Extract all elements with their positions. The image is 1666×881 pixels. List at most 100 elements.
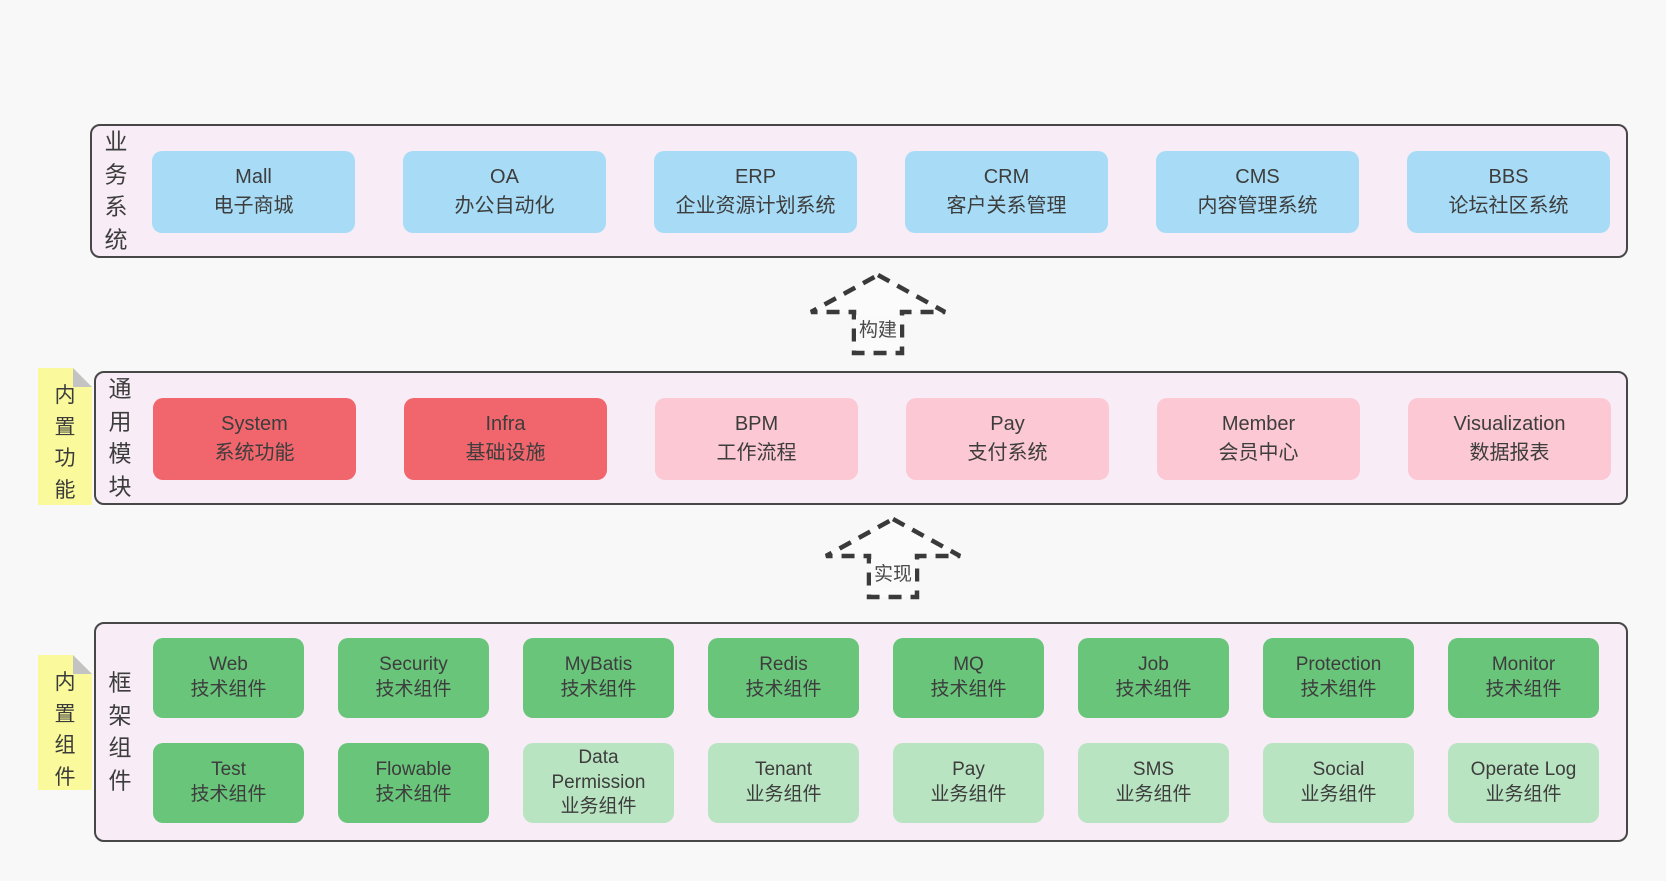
box-subtitle: 业务组件 (745, 784, 822, 805)
band-label-framework-components: 框架组件 (108, 669, 132, 794)
box-subtitle: 系统功能 (214, 442, 295, 464)
box-subtitle: 技术组件 (190, 784, 267, 805)
diagram-box-crm: CRM 客户关系管理 (905, 151, 1108, 233)
box-subtitle: 电子商城 (213, 195, 294, 217)
framework-components-row-2: Test 技术组件 Flowable 技术组件 Data Permission 业务组件 T… (153, 743, 1599, 823)
box-subtitle: 基础设施 (465, 442, 546, 464)
box-title: Job (1138, 654, 1169, 676)
arrow-implement-label: 实现 (870, 559, 916, 586)
diagram-box-pay: Pay 业务组件 (893, 743, 1044, 823)
arrow-build: 构建 (808, 272, 948, 358)
diagram-box-sms: SMS 业务组件 (1078, 743, 1229, 823)
box-title: Member (1221, 413, 1296, 435)
box-title: Test (211, 759, 246, 781)
sticky-label-builtin-features: 内置功能 (54, 384, 76, 502)
diagram-box-redis: Redis 技术组件 (708, 638, 859, 718)
diagram-box-visualization: Visualization 数据报表 (1408, 398, 1611, 480)
diagram-box-bpm: BPM 工作流程 (655, 398, 858, 480)
box-title: Operate Log (1470, 759, 1577, 781)
box-subtitle: 数据报表 (1469, 442, 1550, 464)
box-subtitle: 技术组件 (375, 679, 452, 700)
box-subtitle: 客户关系管理 (946, 195, 1067, 217)
sticky-note-builtin-components: 内置组件 (38, 655, 92, 790)
box-title: OA (490, 166, 519, 188)
box-subtitle: 技术组件 (1115, 679, 1192, 700)
diagram-box-security: Security 技术组件 (338, 638, 489, 718)
diagram-box-monitor: Monitor 技术组件 (1448, 638, 1599, 718)
diagram-box-oa: OA 办公自动化 (403, 151, 606, 233)
box-title: Tenant (754, 759, 813, 781)
diagram-box-operate-log: Operate Log 业务组件 (1448, 743, 1599, 823)
band-common-modules: 通用模块 System 系统功能 Infra 基础设施 BPM 工作流程 Pay 支付系统 Me… (94, 371, 1628, 505)
box-title: BBS (1488, 166, 1529, 188)
box-subtitle: 会员中心 (1218, 442, 1299, 464)
box-title: Visualization (1453, 413, 1566, 435)
diagram-box-flowable: Flowable 技术组件 (338, 743, 489, 823)
box-title: MQ (953, 654, 984, 676)
box-title: CRM (983, 166, 1030, 188)
diagram-box-job: Job 技术组件 (1078, 638, 1229, 718)
diagram-box-bbs: BBS 论坛社区系统 (1407, 151, 1610, 233)
box-title: Data Permission (551, 746, 646, 793)
arrow-up-icon (824, 516, 962, 600)
box-subtitle: 内容管理系统 (1197, 195, 1318, 217)
box-subtitle: 工作流程 (716, 442, 797, 464)
arrow-up-icon (809, 272, 947, 356)
box-title: CMS (1235, 166, 1280, 188)
box-subtitle: 办公自动化 (454, 195, 555, 217)
box-subtitle: 业务组件 (930, 784, 1007, 805)
diagram-box-infra: Infra 基础设施 (404, 398, 607, 480)
box-title: Mall (235, 166, 272, 188)
box-subtitle: 业务组件 (1485, 784, 1562, 805)
box-subtitle: 业务组件 (1115, 784, 1192, 805)
box-title: Web (209, 654, 248, 676)
box-title: Pay (990, 413, 1025, 435)
diagram-box-mall: Mall 电子商城 (152, 151, 355, 233)
box-subtitle: 企业资源计划系统 (675, 195, 836, 217)
arrow-build-label: 构建 (855, 315, 901, 342)
common-modules-row: System 系统功能 Infra 基础设施 BPM 工作流程 Pay 支付系统 Member 会… (153, 398, 1611, 480)
diagram-box-test: Test 技术组件 (153, 743, 304, 823)
box-title: Pay (952, 759, 985, 781)
box-title: Flowable (375, 759, 452, 781)
box-title: Monitor (1491, 654, 1556, 676)
arrow-implement: 实现 (823, 516, 963, 602)
box-title: Infra (485, 413, 526, 435)
sticky-note-builtin-features: 内置功能 (38, 368, 92, 505)
box-subtitle: 支付系统 (967, 442, 1048, 464)
box-title: Protection (1295, 654, 1382, 676)
band-label-business-systems: 业务系统 (104, 128, 128, 253)
box-title: SMS (1132, 759, 1175, 781)
box-subtitle: 技术组件 (745, 679, 822, 700)
box-title: BPM (734, 413, 779, 435)
box-subtitle: 技术组件 (1300, 679, 1377, 700)
diagram-box-cms: CMS 内容管理系统 (1156, 151, 1359, 233)
box-title: Social (1312, 759, 1365, 781)
band-label-common-modules: 通用模块 (108, 375, 132, 500)
sticky-label-builtin-components: 内置组件 (54, 671, 76, 789)
box-title: MyBatis (564, 654, 633, 676)
diagram-box-pay: Pay 支付系统 (906, 398, 1109, 480)
box-subtitle: 技术组件 (375, 784, 452, 805)
box-subtitle: 技术组件 (1485, 679, 1562, 700)
diagram-box-social: Social 业务组件 (1263, 743, 1414, 823)
diagram-box-member: Member 会员中心 (1157, 398, 1360, 480)
box-subtitle: 业务组件 (560, 796, 637, 818)
diagram-box-mybatis: MyBatis 技术组件 (523, 638, 674, 718)
box-subtitle: 业务组件 (1300, 784, 1377, 805)
diagram-box-protection: Protection 技术组件 (1263, 638, 1414, 718)
diagram-box-web: Web 技术组件 (153, 638, 304, 718)
box-title: Redis (759, 654, 808, 676)
box-title: Security (379, 654, 448, 676)
box-subtitle: 技术组件 (560, 679, 637, 700)
box-subtitle: 技术组件 (190, 679, 267, 700)
diagram-box-data-permission: Data Permission 业务组件 (523, 743, 674, 823)
box-title: System (221, 413, 288, 435)
box-subtitle: 论坛社区系统 (1448, 195, 1569, 217)
